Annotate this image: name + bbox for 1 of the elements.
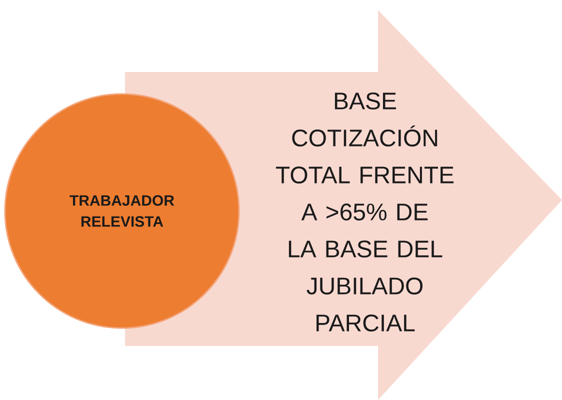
circle-node: TRABAJADOR RELEVISTA <box>4 93 240 329</box>
